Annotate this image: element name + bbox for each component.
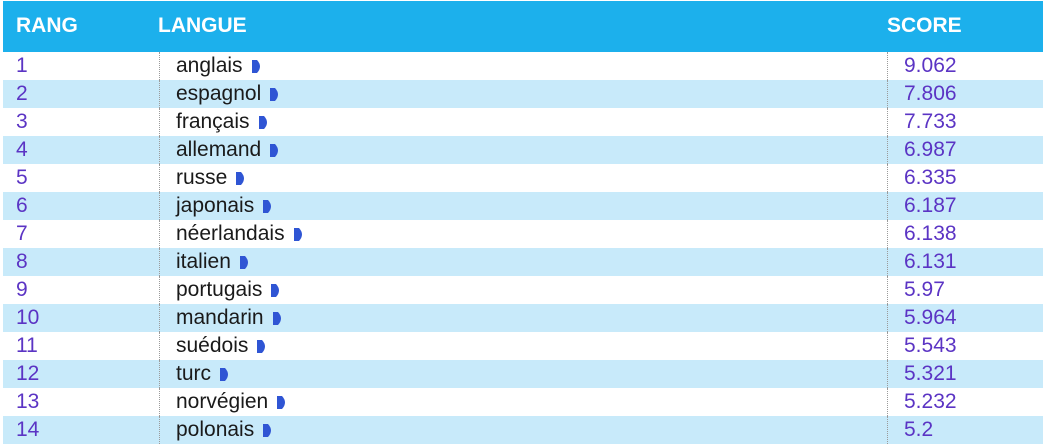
play-arrow-icon[interactable] — [272, 312, 284, 325]
table-header: RANG LANGUE SCORE — [3, 1, 1043, 52]
rang-cell: 11 — [16, 334, 38, 357]
rang-cell: 12 — [16, 362, 40, 385]
table-row: 11 suédois 5.543 — [3, 332, 1043, 360]
header-score: SCORE — [887, 14, 962, 37]
rang-cell: 5 — [16, 166, 28, 189]
table-row: 8 italien 6.131 — [3, 248, 1043, 276]
langue-label[interactable]: allemand — [176, 138, 262, 161]
score-cell: 5.321 — [887, 360, 957, 388]
rang-cell: 1 — [16, 54, 28, 77]
langue-label[interactable]: polonais — [176, 418, 255, 441]
score-cell: 7.733 — [887, 108, 957, 136]
langue-label[interactable]: espagnol — [176, 82, 262, 105]
play-arrow-icon[interactable] — [270, 88, 281, 101]
table-row: 9 portugais 5.97 — [3, 276, 1043, 304]
langue-cell[interactable]: norvégien — [159, 388, 288, 416]
rang-cell: 6 — [16, 194, 28, 217]
langue-cell[interactable]: russe — [159, 164, 247, 192]
table-row: 7 néerlandais 6.138 — [3, 220, 1043, 248]
langue-cell[interactable]: italien — [159, 248, 251, 276]
rang-cell: 4 — [16, 138, 28, 161]
play-arrow-icon[interactable] — [271, 284, 282, 297]
langue-label[interactable]: français — [176, 110, 250, 133]
play-arrow-icon[interactable] — [257, 340, 268, 353]
play-arrow-icon[interactable] — [258, 116, 270, 129]
score-cell: 6.335 — [887, 164, 957, 192]
score-cell: 6.131 — [887, 248, 957, 276]
table-row: 1 anglais 9.062 — [3, 52, 1043, 80]
langue-label[interactable]: mandarin — [176, 306, 264, 329]
table-row: 13 norvégien 5.232 — [3, 388, 1043, 416]
header-langue: LANGUE — [158, 14, 247, 37]
header-rang: RANG — [16, 14, 78, 37]
langue-cell[interactable]: suédois — [159, 332, 268, 360]
rang-cell: 10 — [16, 306, 40, 329]
langue-label[interactable]: turc — [176, 362, 212, 385]
score-cell: 5.97 — [887, 276, 945, 304]
rang-cell: 7 — [16, 222, 28, 245]
langue-cell[interactable]: espagnol — [159, 80, 281, 108]
langue-cell[interactable]: japonais — [159, 192, 274, 220]
table-row: 10 mandarin 5.964 — [3, 304, 1043, 332]
ranking-table: RANG LANGUE SCORE 1 anglais 9.062 2 espagnol… — [3, 1, 1043, 444]
score-cell: 6.987 — [887, 136, 957, 164]
langue-label[interactable]: italien — [176, 250, 231, 273]
play-arrow-icon[interactable] — [239, 256, 251, 269]
score-cell: 7.806 — [887, 80, 957, 108]
play-arrow-icon[interactable] — [263, 424, 274, 437]
rang-cell: 2 — [16, 82, 28, 105]
play-arrow-icon[interactable] — [293, 228, 305, 241]
langue-label[interactable]: japonais — [176, 194, 255, 217]
rang-cell: 8 — [16, 250, 28, 273]
score-cell: 6.187 — [887, 192, 957, 220]
langue-label[interactable]: russe — [176, 166, 228, 189]
rang-cell: 13 — [16, 390, 40, 413]
langue-cell[interactable]: français — [159, 108, 270, 136]
play-arrow-icon[interactable] — [270, 144, 281, 157]
play-arrow-icon[interactable] — [220, 368, 231, 381]
langue-label[interactable]: portugais — [176, 278, 263, 301]
score-cell: 5.2 — [887, 416, 933, 444]
table-row: 6 japonais 6.187 — [3, 192, 1043, 220]
table-row: 2 espagnol 7.806 — [3, 80, 1043, 108]
play-arrow-icon[interactable] — [277, 396, 288, 409]
table-row: 14 polonais 5.2 — [3, 416, 1043, 444]
play-arrow-icon[interactable] — [236, 172, 247, 185]
table-row: 5 russe 6.335 — [3, 164, 1043, 192]
langue-cell[interactable]: néerlandais — [159, 220, 305, 248]
langue-cell[interactable]: turc — [159, 360, 231, 388]
langue-label[interactable]: anglais — [176, 54, 243, 77]
langue-label[interactable]: néerlandais — [176, 222, 285, 245]
rang-cell: 14 — [16, 418, 40, 441]
langue-label[interactable]: norvégien — [176, 390, 269, 413]
rang-cell: 9 — [16, 278, 28, 301]
play-arrow-icon[interactable] — [251, 60, 263, 73]
table-row: 3 français 7.733 — [3, 108, 1043, 136]
langue-cell[interactable]: mandarin — [159, 304, 284, 332]
score-cell: 6.138 — [887, 220, 957, 248]
score-cell: 5.964 — [887, 304, 957, 332]
table-row: 4 allemand 6.987 — [3, 136, 1043, 164]
langue-cell[interactable]: portugais — [159, 276, 282, 304]
play-arrow-icon[interactable] — [263, 200, 274, 213]
score-cell: 5.543 — [887, 332, 957, 360]
score-cell: 5.232 — [887, 388, 957, 416]
langue-cell[interactable]: polonais — [159, 416, 274, 444]
langue-cell[interactable]: allemand — [159, 136, 281, 164]
table-row: 12 turc 5.321 — [3, 360, 1043, 388]
score-cell: 9.062 — [887, 52, 957, 80]
langue-cell[interactable]: anglais — [159, 52, 263, 80]
table-body: 1 anglais 9.062 2 espagnol 7.806 3 français 7.73… — [3, 52, 1043, 444]
langue-label[interactable]: suédois — [176, 334, 249, 357]
rang-cell: 3 — [16, 110, 28, 133]
